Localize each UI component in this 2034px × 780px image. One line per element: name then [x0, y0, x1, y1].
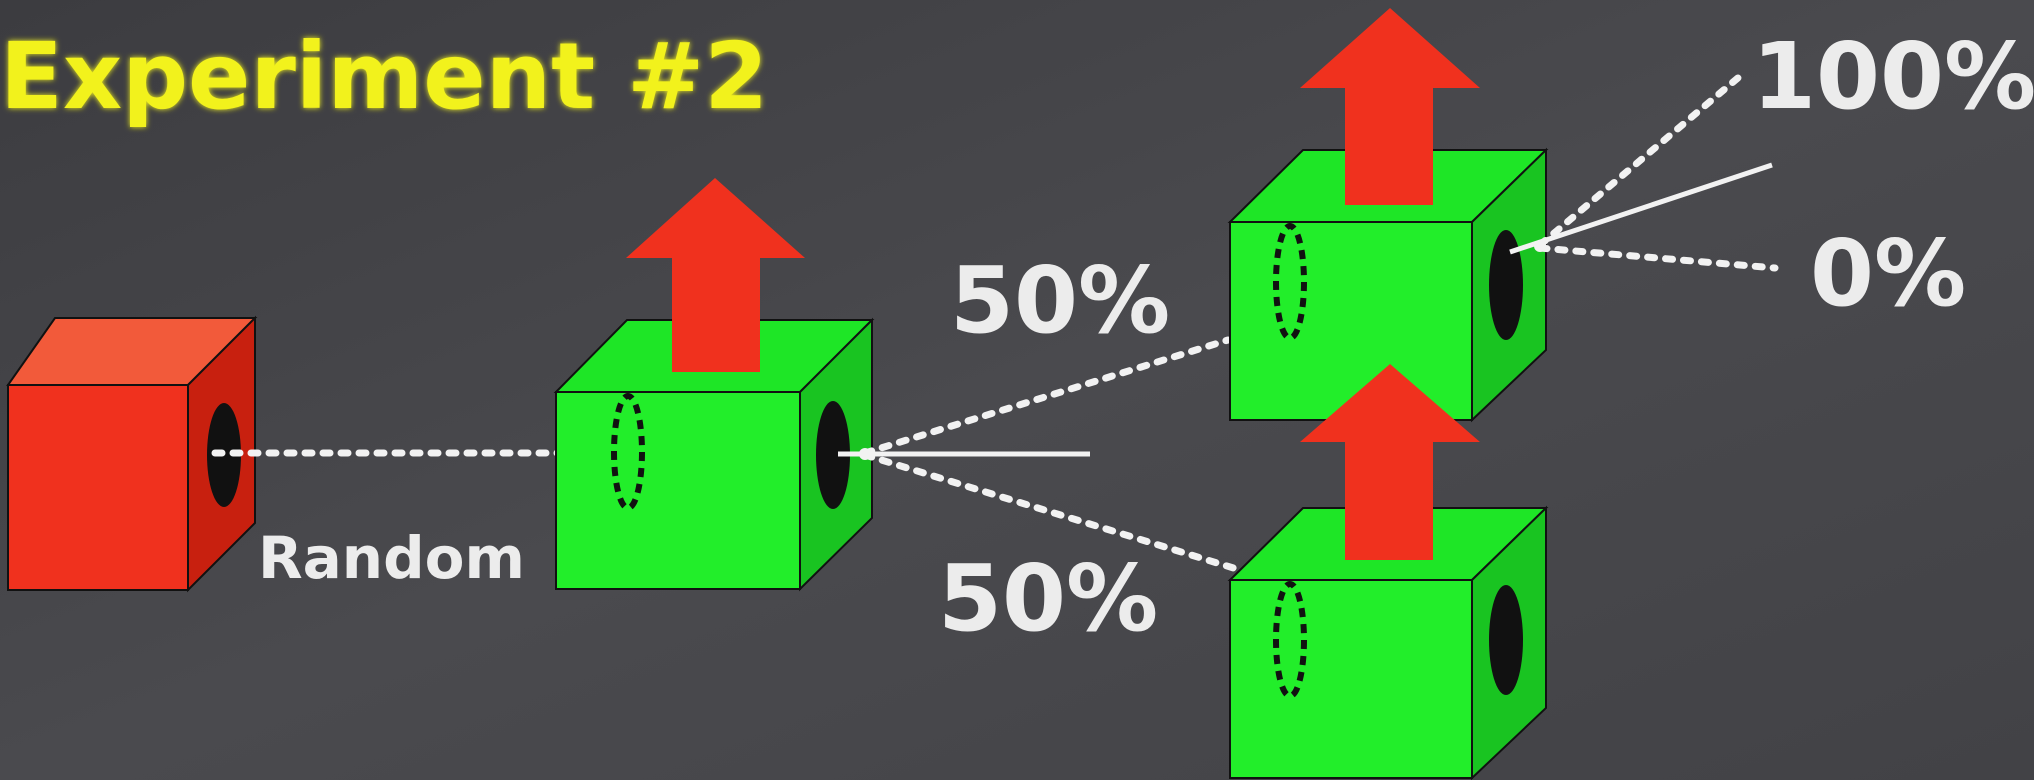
percent-upper-label: 50%: [950, 247, 1170, 354]
aperture-icon: [1489, 585, 1523, 695]
percent-100-label: 100%: [1752, 23, 2034, 130]
percent-lower-label: 50%: [938, 545, 1158, 652]
percent-0-label: 0%: [1810, 220, 1966, 327]
aperture-icon: [1489, 230, 1523, 340]
slide-title: Experiment #2: [0, 23, 768, 130]
random-label: Random: [258, 524, 525, 592]
